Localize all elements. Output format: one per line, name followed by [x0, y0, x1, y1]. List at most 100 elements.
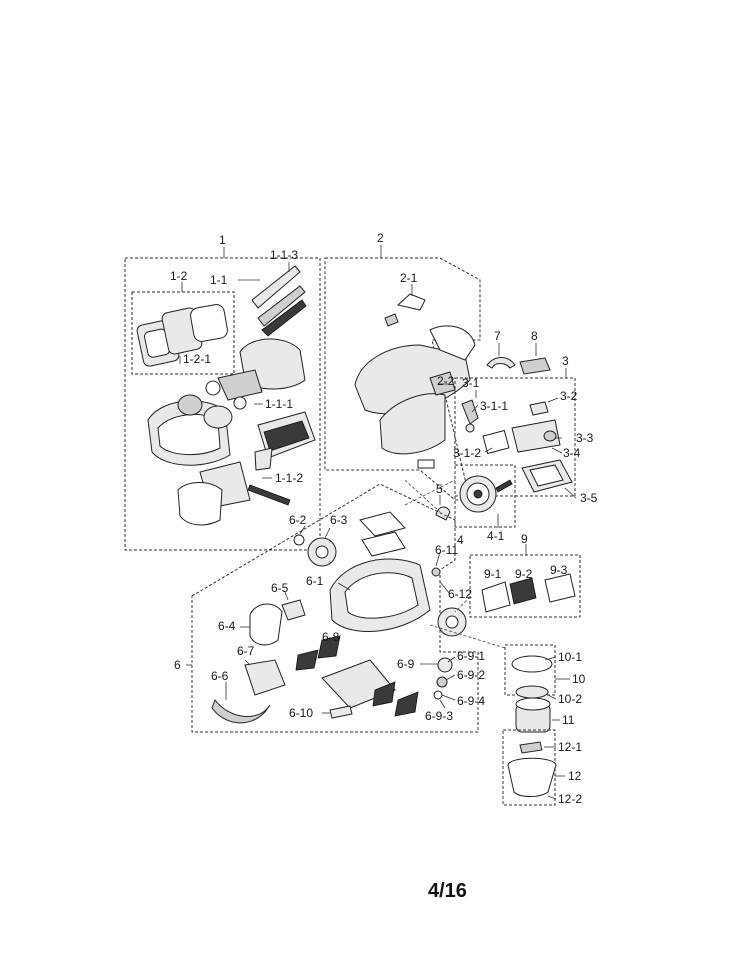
- group-2-leaders: [380, 245, 448, 385]
- label-9-3: 9-3: [550, 563, 568, 577]
- part-1-2-gasket: [190, 304, 228, 342]
- label-6-6: 6-6: [211, 669, 229, 683]
- part-1-knob: [177, 394, 203, 416]
- label-9-2: 9-2: [515, 567, 533, 581]
- label-1-1-1: 1-1-1: [265, 397, 293, 411]
- group-2-boundary: [324, 257, 481, 501]
- label-1-1-3: 1-1-3: [270, 248, 298, 262]
- assembly-group-1: [124, 257, 321, 551]
- part-6-7-nozzle: [244, 659, 286, 696]
- label-6-10: 6-10: [289, 706, 313, 720]
- part-6-4-cover: [249, 603, 283, 646]
- part-2-2-lower-body: [379, 393, 446, 455]
- part-9-2-hepa-filter: [509, 577, 537, 605]
- label-11: 11: [562, 713, 575, 727]
- part-6-8-grill-d: [394, 691, 419, 717]
- connector-lines: [404, 479, 506, 649]
- part-6-5-clip: [281, 599, 306, 621]
- label-3-3: 3-3: [576, 431, 594, 445]
- label-6: 6: [174, 658, 181, 672]
- group-6-boundary: [191, 483, 479, 733]
- label-6-12: 6-12: [448, 587, 472, 601]
- group-3-leaders: [471, 368, 577, 499]
- part-6-3-filter-frame: [359, 511, 406, 537]
- label-6-9-1: 6-9-1: [457, 649, 485, 663]
- group-4-boundary: [454, 464, 516, 528]
- part-11-motor-top: [515, 697, 551, 711]
- label-10: 10: [572, 672, 586, 686]
- label-6-8: 6-8: [322, 630, 340, 644]
- part-1-1-3-strip-c: [261, 299, 307, 337]
- label-1-2-1: 1-2-1: [183, 352, 211, 366]
- assembly-group-9: 9 9-1 9-2 9-3: [469, 532, 581, 618]
- part-3-1-1-spring: [465, 423, 475, 433]
- part-3-5-inner: [529, 464, 564, 487]
- part-3-2-clip: [529, 401, 549, 416]
- label-1: 1: [219, 233, 226, 247]
- group-9-boundary: [469, 554, 581, 618]
- label-5: 5: [436, 482, 443, 496]
- part-6-10-plate: [329, 705, 353, 719]
- part-6-8-grill-c: [372, 681, 396, 707]
- part-7-clip: [486, 357, 516, 369]
- part-1-washer-b: [233, 396, 247, 410]
- part-4-motor-shaft: [473, 489, 483, 499]
- label-6-2: 6-2: [289, 513, 307, 527]
- part-3-1-lever: [461, 399, 479, 425]
- part-12-housing: [507, 757, 557, 797]
- label-3-2: 3-2: [560, 389, 578, 403]
- label-6-4: 6-4: [218, 619, 236, 633]
- part-4-1-wire: [495, 479, 513, 493]
- label-1-2: 1-2: [170, 269, 188, 283]
- part-2-clip: [384, 313, 399, 327]
- label-4-1: 4-1: [487, 529, 505, 543]
- part-8-switch: [519, 357, 551, 375]
- label-12-2: 12-2: [558, 792, 582, 806]
- group-12-boundary: [502, 729, 556, 806]
- part-6-9-1-gear: [437, 657, 453, 673]
- part-6-11-screw: [431, 567, 441, 577]
- group-1-boundary: [124, 257, 321, 551]
- part-1-1-3-strip-b: [257, 285, 306, 327]
- part-6-9-2-bushing: [436, 676, 448, 688]
- label-6-1: 6-1: [306, 574, 324, 588]
- label-4: 4: [457, 533, 464, 547]
- label-3-5: 3-5: [580, 491, 598, 505]
- assembly-group-2: [324, 257, 481, 501]
- label-12: 12: [568, 769, 582, 783]
- label-9-1: 9-1: [484, 567, 502, 581]
- assembly-group-7-8: 7 8: [486, 329, 551, 375]
- label-6-9-3: 6-9-3: [425, 709, 453, 723]
- label-6-9-4: 6-9-4: [457, 694, 485, 708]
- part-1-1-3-strip-a: [251, 265, 301, 309]
- part-1-washer: [205, 380, 221, 396]
- label-3-1-2: 3-1-2: [453, 446, 481, 460]
- label-6-5: 6-5: [271, 581, 289, 595]
- label-10-1: 10-1: [558, 650, 582, 664]
- label-3: 3: [562, 354, 569, 368]
- label-3-1-1: 3-1-1: [480, 399, 508, 413]
- label-9: 9: [521, 532, 528, 546]
- label-12-1: 12-1: [558, 740, 582, 754]
- part-6-2-ring: [293, 534, 305, 546]
- part-5-bracket: [435, 506, 451, 521]
- label-6-7: 6-7: [237, 644, 255, 658]
- group-2-labels: 2 2-1 2-2: [377, 231, 455, 388]
- group-10-12-leaders: [544, 656, 570, 800]
- label-1-1-2: 1-1-2: [275, 471, 303, 485]
- part-2-2-tab: [429, 371, 456, 396]
- part-6-1-body-inner: [344, 572, 419, 619]
- part-2-small-plate: [417, 459, 435, 469]
- label-6-9: 6-9: [397, 657, 415, 671]
- group-1-labels: 1 1-1-3 1-2 1-1 1-2-1 1-1-1 1-1-2: [170, 233, 303, 485]
- label-6-9-2: 6-9-2: [457, 668, 485, 682]
- group-10-12-labels: 10-1 10 10-2 11 12-1 12 12-2: [558, 650, 586, 806]
- part-6-8-grill-b: [317, 635, 341, 659]
- label-3-1: 3-1: [462, 376, 480, 390]
- part-1-housing-inner: [157, 414, 221, 456]
- part-1-handle-plate: [217, 369, 263, 401]
- part-9-1-filter-housing: [481, 581, 511, 613]
- label-2-2: 2-2: [437, 374, 455, 388]
- part-10-2-gasket: [515, 685, 549, 699]
